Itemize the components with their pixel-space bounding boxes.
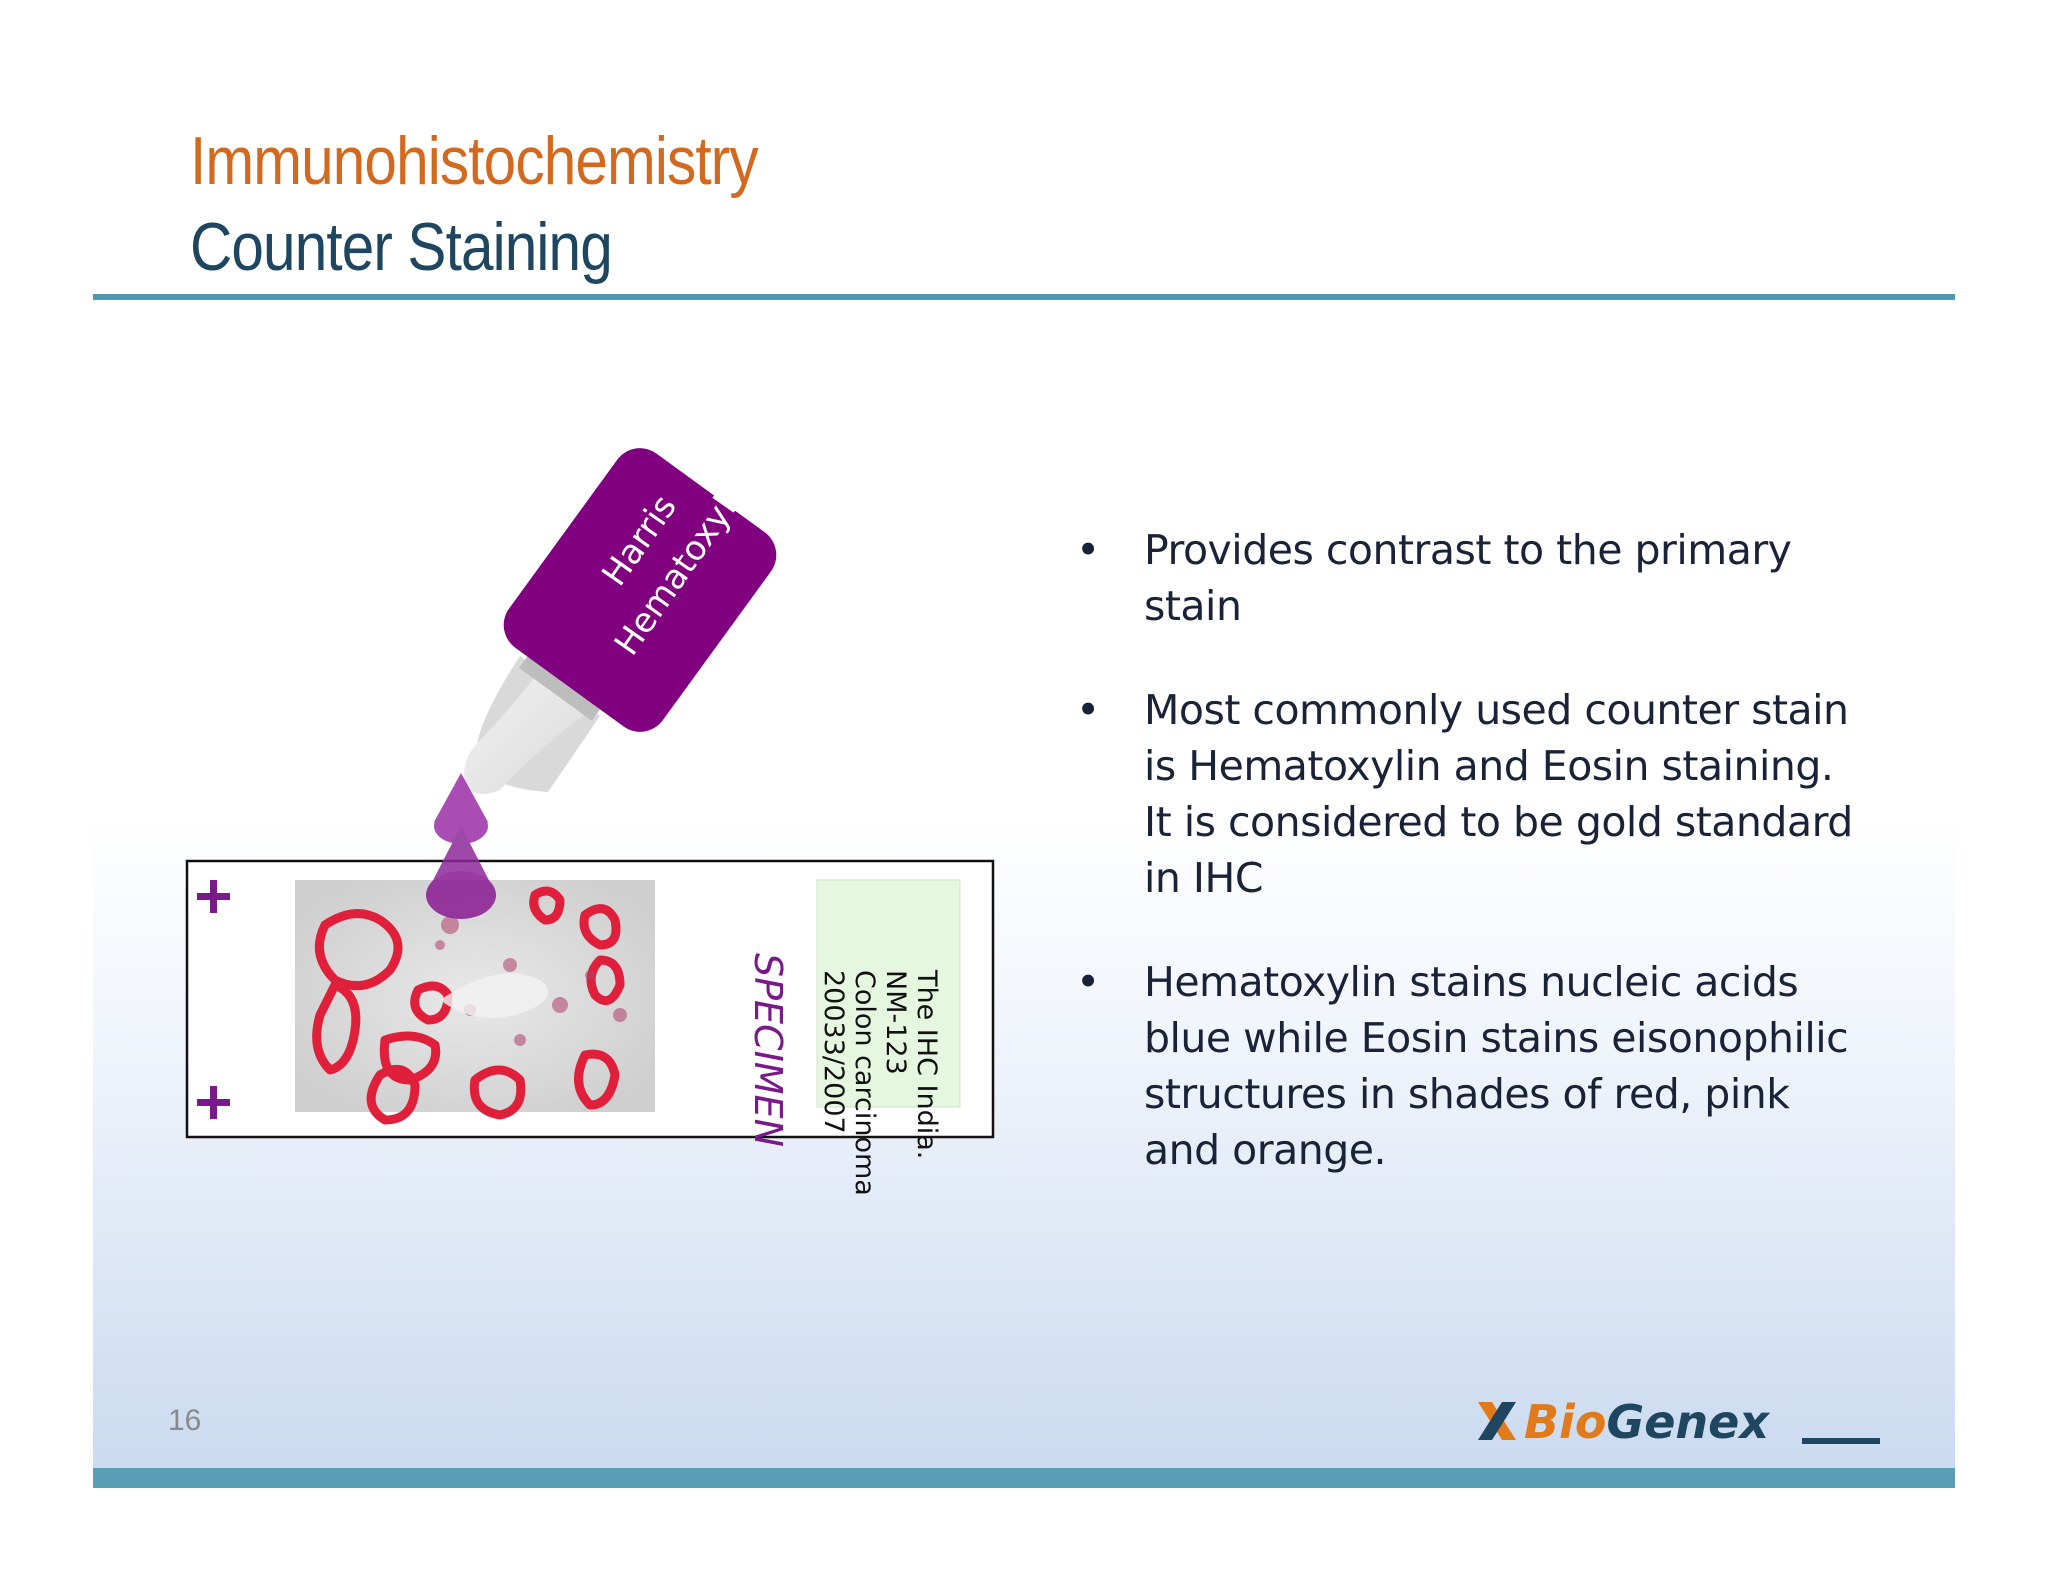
bullet-text: Most commonly used counter stain is Hema… xyxy=(1144,686,1853,902)
slide-subtitle: Counter Staining xyxy=(190,209,613,285)
bullet-text: Hematoxylin stains nucleic acids blue wh… xyxy=(1144,958,1849,1174)
slide-info-line2: NM-123 xyxy=(880,970,911,1075)
bullet-item: • Provides contrast to the primary stain xyxy=(1070,522,1870,634)
slide-label-patch xyxy=(816,879,961,1108)
bullet-text: Provides contrast to the primary stain xyxy=(1144,526,1792,630)
slide-title: Immunohistochemistry xyxy=(190,123,759,199)
bullet-list: •Provides contrast to the primary stain … xyxy=(1070,522,1870,1226)
slide-info-line1: The IHC India. xyxy=(911,970,942,1160)
stain-drops xyxy=(426,773,496,919)
bullet-item: • Most commonly used counter stain is Hem… xyxy=(1070,682,1870,906)
dropper-bottle xyxy=(464,448,777,794)
bullet-marker: • xyxy=(1076,686,1100,734)
page-number: 16 xyxy=(168,1404,202,1437)
plus-marker-bottom xyxy=(197,1086,230,1119)
footer-bar xyxy=(93,1468,1955,1488)
bullet-marker: • xyxy=(1076,526,1100,574)
biogenex-logo: BioGenex xyxy=(1478,1395,1880,1449)
svg-text:BioGenex: BioGenex xyxy=(1524,1395,1770,1449)
slide-info-line3: Colon carcinoma xyxy=(849,970,880,1196)
specimen-label: SPECIMEN xyxy=(746,952,790,1147)
biogenex-x-mark-icon xyxy=(1478,1402,1516,1440)
slide-background xyxy=(93,0,1955,1488)
title-divider xyxy=(93,294,1955,300)
plus-marker-top xyxy=(197,880,230,913)
bullet-item: • Hematoxylin stains nucleic acids blue w… xyxy=(1070,954,1870,1178)
tissue-section-image xyxy=(295,880,655,1125)
bullet-marker: • xyxy=(1076,958,1100,1006)
slide-info-label: The IHC India. NM-123 Colon carcinoma 20… xyxy=(818,970,942,1230)
slide-info-line4: 20033/2007 xyxy=(818,970,849,1134)
